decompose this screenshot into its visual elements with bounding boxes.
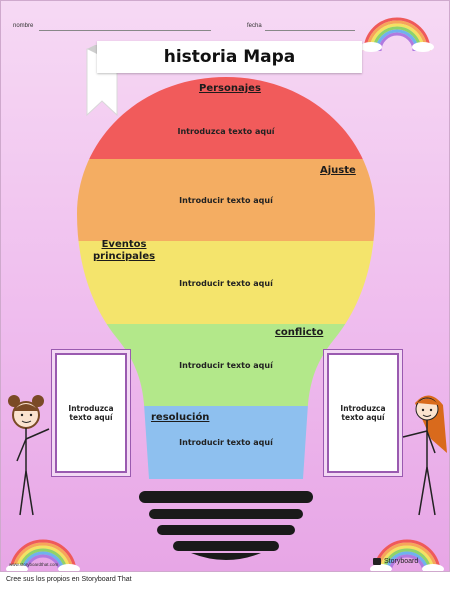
label-personajes: Personajes bbox=[199, 83, 261, 94]
text-eventos[interactable]: Introducir texto aquí bbox=[179, 279, 273, 288]
label-ajuste: Ajuste bbox=[320, 165, 356, 176]
left-box-text: Introduzca texto aquí bbox=[68, 404, 114, 422]
page-title: historia Mapa bbox=[163, 47, 296, 67]
band-ajuste bbox=[77, 159, 375, 241]
bulb-base bbox=[139, 491, 313, 560]
left-text-box[interactable]: Introduzca texto aquí bbox=[55, 353, 127, 473]
label-eventos-line1: Eventos bbox=[101, 239, 147, 250]
logo-text: Storyboard bbox=[384, 558, 419, 565]
worksheet-page: nombre fecha bbox=[0, 0, 450, 572]
girl-character-left bbox=[8, 395, 50, 516]
rainbow-top-right bbox=[360, 17, 434, 52]
text-resolucion[interactable]: Introducir texto aquí bbox=[179, 438, 273, 447]
date-line[interactable] bbox=[265, 30, 355, 31]
name-label: nombre bbox=[13, 23, 34, 29]
watermark-site: www.storyboardthat.com bbox=[9, 562, 59, 567]
label-resolucion: resolución bbox=[151, 412, 210, 423]
title-ribbon: historia Mapa bbox=[97, 41, 362, 73]
label-conflicto: conflicto bbox=[275, 327, 324, 338]
right-text-box[interactable]: Introduzca texto aquí bbox=[327, 353, 399, 473]
right-box-text: Introduzca texto aquí bbox=[340, 404, 386, 422]
text-conflicto[interactable]: Introducir texto aquí bbox=[179, 361, 273, 370]
label-eventos-line2: principales bbox=[93, 251, 156, 262]
text-ajuste[interactable]: Introducir texto aquí bbox=[179, 196, 273, 205]
label-eventos: Eventos principales bbox=[93, 239, 155, 263]
footer-caption[interactable]: Cree sus los propios en Storyboard That bbox=[6, 576, 132, 583]
rainbow-bottom-left bbox=[6, 539, 80, 571]
girl-character-right bbox=[402, 395, 447, 516]
band-eventos bbox=[77, 241, 375, 324]
storyboard-logo: Storyboard bbox=[373, 558, 418, 565]
name-line[interactable] bbox=[39, 30, 211, 31]
text-personajes[interactable]: Introduzca texto aquí bbox=[177, 127, 275, 136]
logo-icon bbox=[373, 558, 381, 565]
date-label: fecha bbox=[247, 23, 262, 29]
